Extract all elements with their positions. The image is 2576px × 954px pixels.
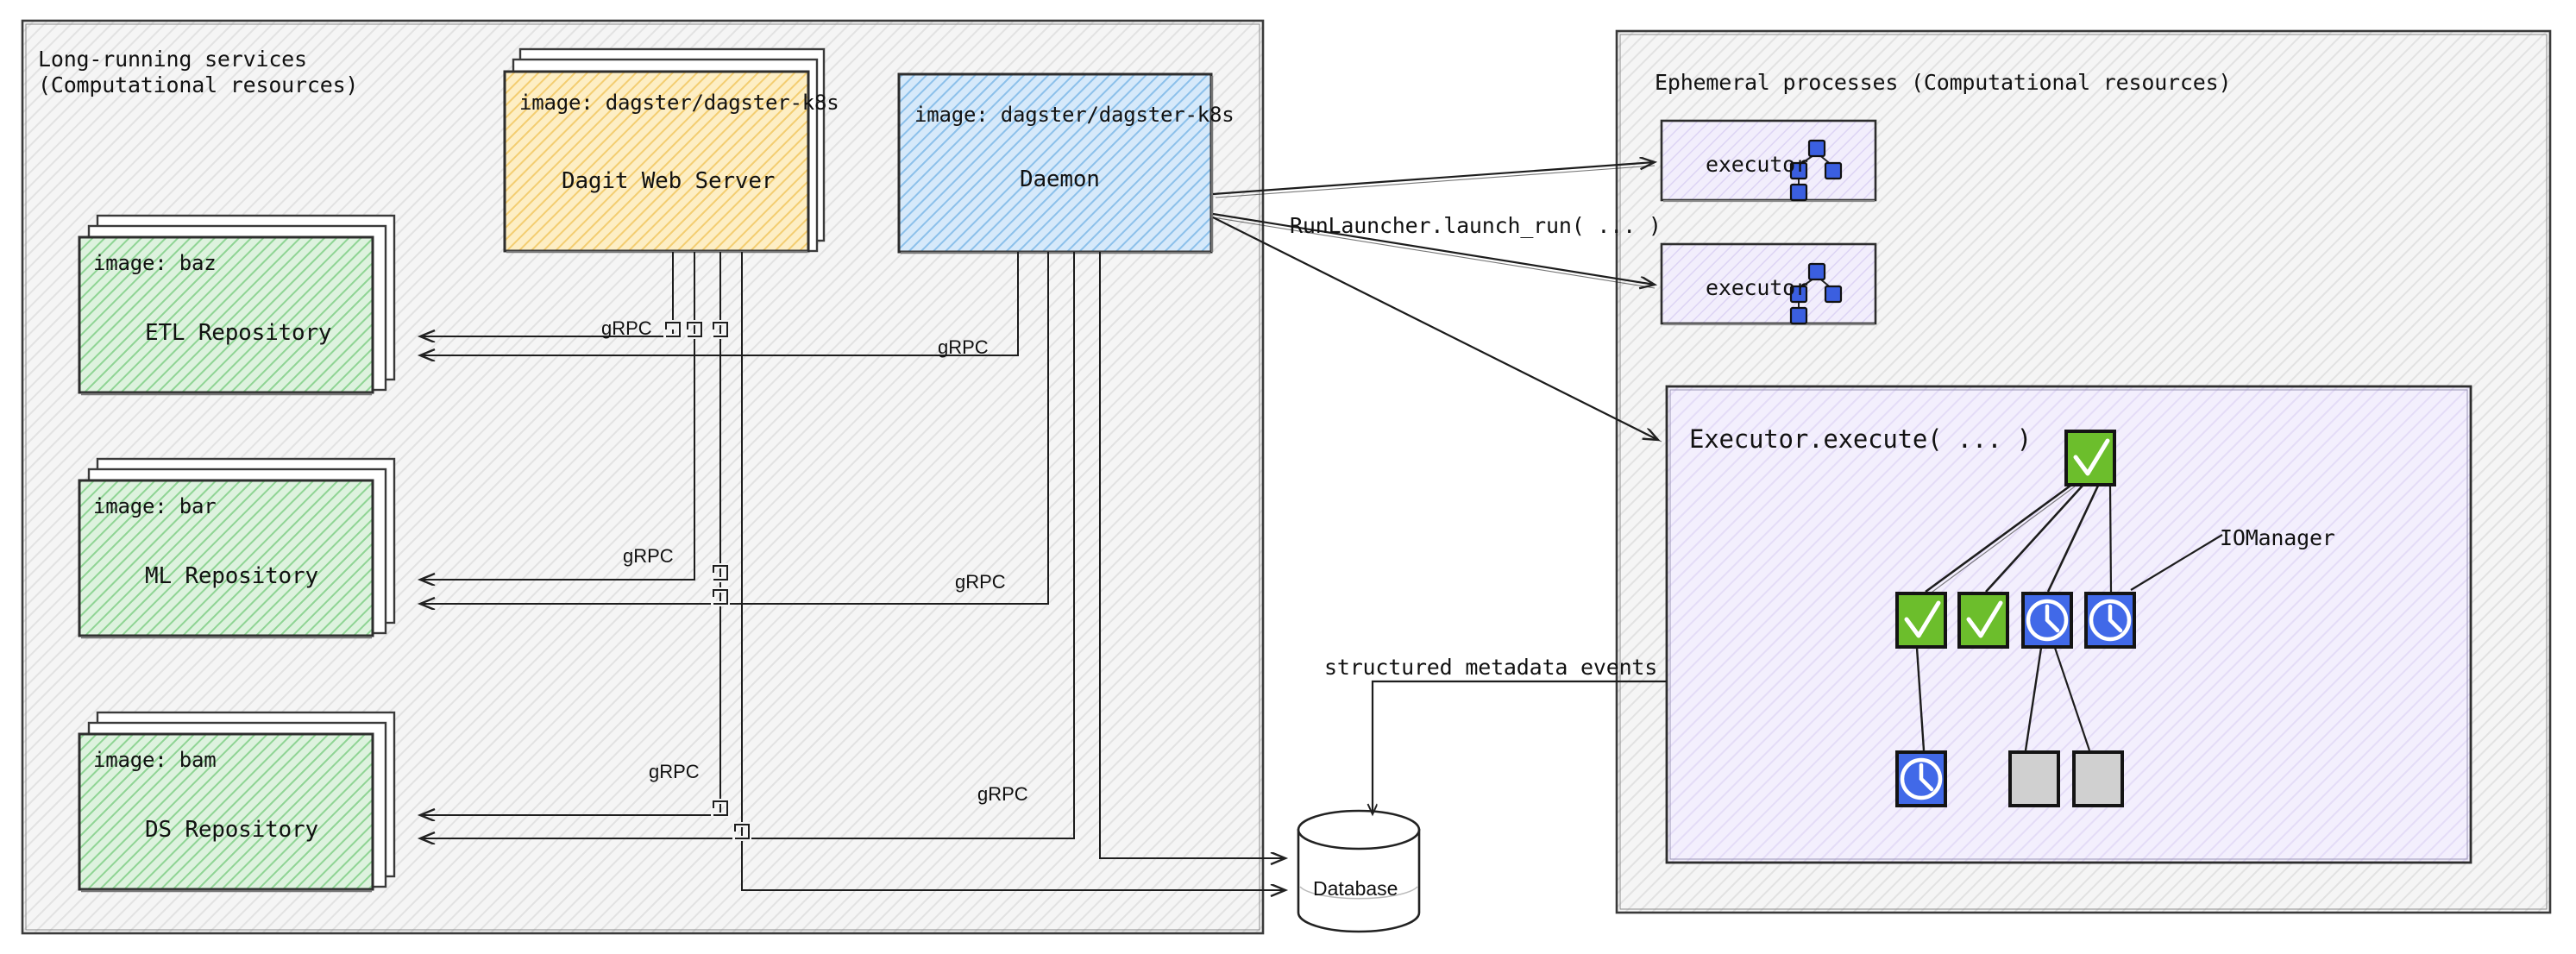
panel-title-ephemeral-processes: Ephemeral processes (Computational resou… — [1655, 70, 2232, 95]
grpc-label-1: gRPC — [601, 317, 652, 339]
grpc-label-6: gRPC — [977, 783, 1028, 805]
dag-node-n0[interactable] — [2064, 430, 2116, 486]
executor-box-2[interactable] — [1660, 242, 1877, 326]
executor-box-1[interactable] — [1660, 119, 1877, 203]
dag-node-n2[interactable] — [1957, 592, 2009, 649]
panel-subtitle-long-running-services: (Computational resources) — [38, 72, 359, 97]
node-graph-icon — [1789, 139, 1843, 202]
repository-card-etl[interactable] — [78, 214, 396, 396]
grpc-label-5: gRPC — [649, 761, 700, 782]
etl-image-label: image: baz — [93, 251, 217, 275]
dag-node-n3[interactable] — [2021, 592, 2073, 649]
dag-node-n5[interactable] — [1895, 750, 1947, 807]
dag-node-n4[interactable] — [2084, 592, 2136, 649]
ds-image-label: image: bam — [93, 748, 217, 772]
database-cylinder[interactable] — [1297, 809, 1421, 933]
ds-name-label: DS Repository — [145, 817, 318, 843]
dag-node-n1[interactable] — [1895, 592, 1947, 649]
check-icon — [1904, 600, 1941, 638]
executor-1-label: executor — [1706, 152, 1808, 177]
arrow-metadata-events — [1373, 680, 1667, 814]
repository-card-ds[interactable] — [78, 711, 396, 893]
repository-card-ml[interactable] — [78, 457, 396, 639]
daemon-image-label: image: dagster/dagster-k8s — [914, 103, 1235, 127]
metadata-events-edge-label: structured metadata events — [1324, 655, 1658, 680]
dagit-image-label: image: dagster/dagster-k8s — [519, 91, 839, 115]
service-card-dagit[interactable] — [503, 47, 826, 254]
dag-node-n7[interactable] — [2072, 750, 2124, 807]
daemon-name-label: Daemon — [1020, 166, 1100, 192]
ml-name-label: ML Repository — [145, 563, 318, 589]
check-icon — [1966, 600, 2003, 638]
service-card-daemon[interactable] — [897, 72, 1214, 254]
executor-execute-label: Executor.execute( ... ) — [1689, 424, 2032, 454]
executor-2-label: executor — [1706, 275, 1808, 300]
clock-icon — [2026, 599, 2069, 642]
clock-icon — [1900, 757, 1943, 800]
check-icon — [2073, 438, 2110, 476]
io-manager-label: IOManager — [2220, 525, 2335, 550]
node-graph-icon — [1789, 262, 1843, 325]
grpc-label-3: gRPC — [623, 545, 674, 567]
dagit-name-label: Dagit Web Server — [562, 168, 776, 194]
grpc-label-4: gRPC — [955, 571, 1006, 593]
arrows-run-launcher — [1212, 162, 1662, 442]
etl-name-label: ETL Repository — [145, 320, 332, 346]
panel-title-long-running-services: Long-running services — [38, 47, 307, 72]
database-label: Database — [1313, 877, 1398, 900]
run-launcher-edge-label: RunLauncher.launch_run( ... ) — [1290, 213, 1662, 238]
grpc-label-2: gRPC — [938, 336, 989, 358]
dag-edges — [1915, 484, 2223, 751]
clock-icon — [2089, 599, 2132, 642]
grpc-connections — [420, 252, 1285, 890]
dag-node-n6[interactable] — [2008, 750, 2060, 807]
ml-image-label: image: bar — [93, 494, 217, 518]
line-jumps — [663, 320, 751, 841]
dag-nodes — [1895, 430, 2136, 807]
